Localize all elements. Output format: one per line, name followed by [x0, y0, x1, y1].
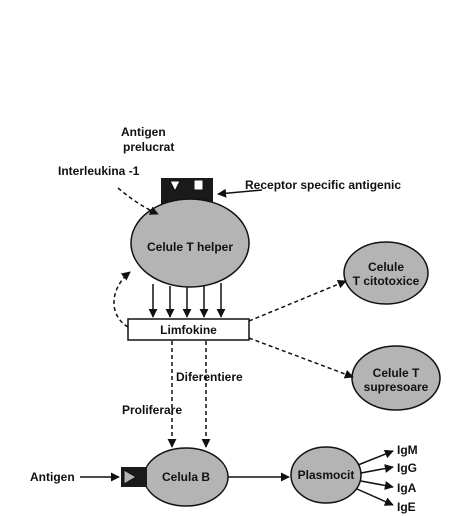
to-igm-arrow [357, 449, 394, 466]
limfokine-box [127, 318, 250, 341]
receptor-notch [193, 179, 204, 191]
ige-label: IgE [397, 500, 416, 514]
t-cytotoxic-label-2: T citotoxice [352, 274, 420, 288]
to-ige-arrow [356, 488, 394, 506]
limfokine-label: Limfokine [160, 323, 217, 337]
t-suppressor-label-2: supresoare [363, 380, 429, 394]
plasmocit-label: Plasmocit [297, 468, 355, 482]
to-suppressor-arrow [248, 337, 354, 379]
igg-label: IgG [397, 461, 417, 475]
proliferare-label: Proliferare [122, 403, 183, 417]
t-cytotoxic-label-1: Celule [367, 260, 404, 274]
celula-b-label: Celula B [161, 470, 210, 484]
interleukina-label: Interleukina -1 [58, 164, 140, 178]
interleukin-arrow [117, 187, 159, 215]
processed-antigen-marker [169, 180, 181, 193]
receptor-label: Receptor specific antigenic [245, 178, 402, 192]
igm-label: IgM [397, 443, 418, 457]
receptor-arrow [217, 188, 263, 198]
plasma-cell [290, 446, 362, 504]
antigen-label: Antigen [30, 470, 75, 484]
to-cytotoxic-arrow [248, 279, 347, 322]
t-cytotoxic-cell [343, 241, 429, 305]
t-suppressor-label-1: Celule T [372, 366, 420, 380]
to-igg-arrow [360, 464, 394, 474]
b-cell-receptor-notch [123, 469, 137, 485]
antigen-prelucrat-label-1: Antigen [121, 125, 166, 139]
diferentiere-label: Diferentiere [176, 370, 243, 384]
antigen-prelucrat-label-2: prelucrat [123, 140, 175, 154]
feedback-arrow [113, 271, 131, 328]
t-helper-label: Celule T helper [146, 240, 234, 254]
t-helper-cell [130, 198, 250, 288]
to-iga-arrow [360, 480, 394, 490]
iga-label: IgA [397, 481, 417, 495]
